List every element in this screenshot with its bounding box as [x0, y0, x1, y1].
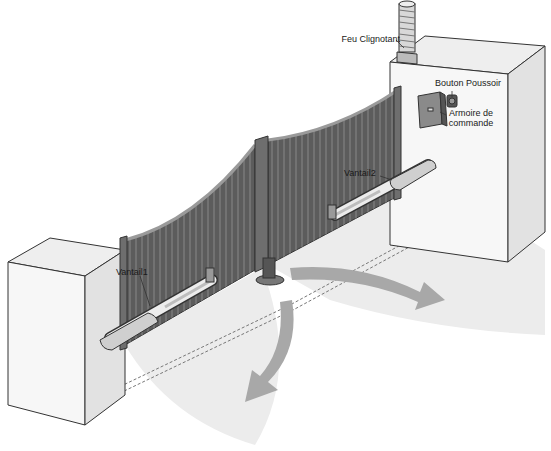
gate-slat	[271, 80, 273, 360]
gate-slat	[385, 80, 387, 360]
gate-slat	[295, 80, 297, 360]
control-box	[418, 92, 447, 128]
part-label: Feu Clignotant	[340, 34, 400, 44]
gate-slat	[325, 80, 327, 360]
gate-slat	[343, 80, 345, 360]
flashing-light	[397, 1, 417, 64]
gate-slat	[225, 80, 227, 360]
gate-slat	[249, 80, 251, 360]
gate-slat	[207, 80, 209, 360]
gate-slat	[219, 80, 221, 360]
gate-slat	[373, 80, 375, 360]
gate-slat	[129, 80, 131, 360]
gate-slat	[391, 80, 393, 360]
gate-slat	[301, 80, 303, 360]
gate-slat	[355, 80, 357, 360]
gate-slat	[243, 80, 245, 360]
gate-slat	[165, 80, 167, 360]
gate-slat	[379, 80, 381, 360]
gate-slat	[213, 80, 215, 360]
gate-slat	[159, 80, 161, 360]
gate-slat	[313, 80, 315, 360]
gate-slat	[307, 80, 309, 360]
gate-motor	[328, 160, 436, 219]
gate-slat	[231, 80, 233, 360]
gate-slat	[201, 80, 203, 360]
part-label: Vantail2	[344, 168, 384, 178]
gate-slat	[319, 80, 321, 360]
gate-slat	[349, 80, 351, 360]
gate-slat	[277, 80, 279, 360]
right-pillar	[390, 36, 545, 262]
gate-stop	[256, 258, 284, 285]
gate-motor	[100, 268, 214, 350]
part-label: Bouton Poussoir	[435, 78, 515, 88]
gate-slat	[189, 80, 191, 360]
part-label: Vantail1	[116, 267, 156, 277]
gate-slat	[237, 80, 239, 360]
gate-slat	[367, 80, 369, 360]
gate-post	[255, 136, 268, 272]
gate-slat	[183, 80, 185, 360]
swing-arrow	[245, 267, 445, 402]
leader-line	[140, 40, 452, 306]
left-pillar	[8, 238, 125, 425]
gate-slat	[361, 80, 363, 360]
gate-slat	[195, 80, 197, 360]
gate-slat	[177, 80, 179, 360]
part-label: Armoire de commande	[446, 108, 496, 128]
